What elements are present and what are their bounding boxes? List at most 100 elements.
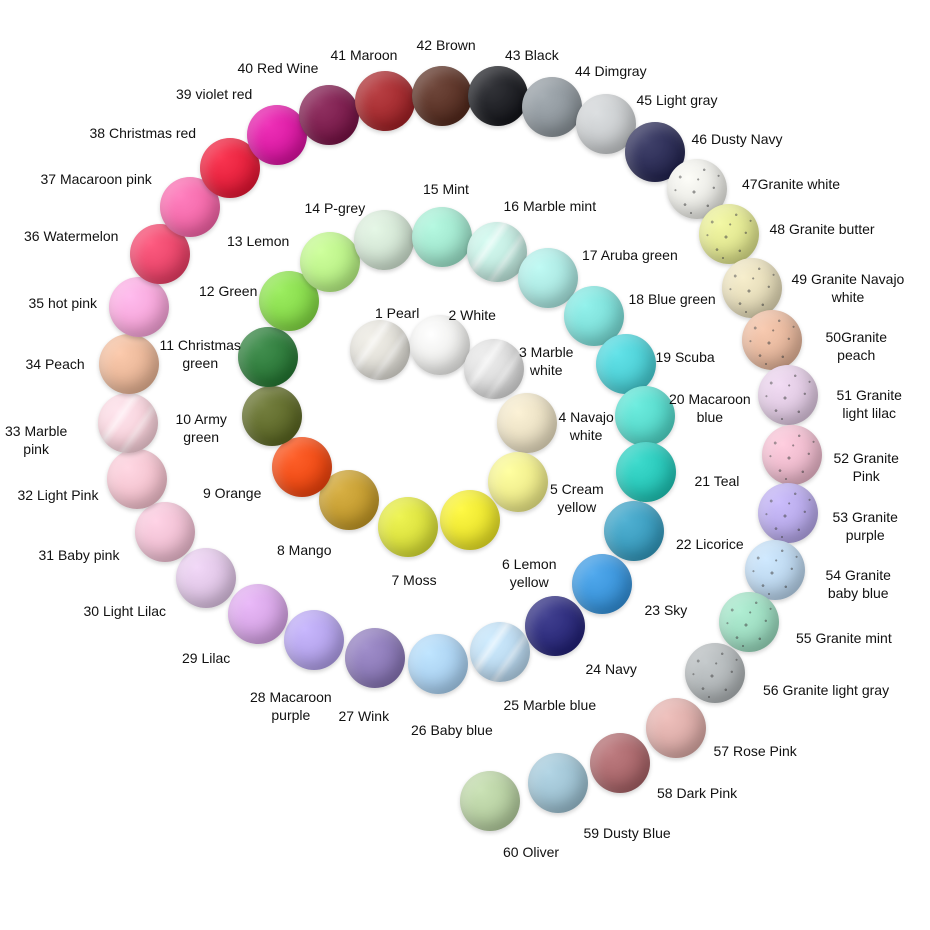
- bead-56: [685, 643, 745, 703]
- bead-57: [646, 698, 706, 758]
- bead-47: [667, 159, 727, 219]
- bead-label-9: 9 Orange: [203, 485, 262, 501]
- bead-label-41: 41 Maroon: [330, 47, 398, 63]
- bead-label-42: 42 Brown: [416, 37, 476, 53]
- bead-16: [467, 222, 527, 282]
- bead-label-60: 60 Oliver: [503, 844, 560, 860]
- bead-label-35: 35 hot pink: [28, 295, 98, 311]
- bead-55: [719, 592, 779, 652]
- bead-label-13: 13 Lemon: [227, 233, 290, 249]
- bead-label-36: 36 Watermelon: [24, 228, 119, 244]
- bead-label-32: 32 Light Pink: [17, 487, 99, 503]
- bead-24: [525, 596, 585, 656]
- bead-label-58: 58 Dark Pink: [657, 785, 738, 801]
- bead-label-23: 23 Sky: [644, 602, 688, 618]
- bead-label-44: 44 Dimgray: [575, 63, 647, 79]
- bead-label-12: 12 Green: [199, 283, 258, 299]
- bead-25: [470, 622, 530, 682]
- bead-13: [300, 232, 360, 292]
- bead-48: [699, 204, 759, 264]
- bead-52: [762, 425, 822, 485]
- bead-label-29: 29 Lilac: [182, 650, 231, 666]
- bead-label-48: 48 Granite butter: [769, 221, 875, 237]
- bead-label-24: 24 Navy: [585, 661, 637, 677]
- bead-label-26: 26 Baby blue: [411, 722, 493, 738]
- bead-label-38: 38 Christmas red: [89, 125, 197, 141]
- bead-54: [745, 540, 805, 600]
- bead-11: [238, 327, 298, 387]
- bead-7: [378, 497, 438, 557]
- bead-17: [518, 248, 578, 308]
- bead-label-34: 34 Peach: [25, 356, 85, 372]
- bead-label-19: 19 Scuba: [655, 349, 715, 365]
- bead-3: [464, 339, 524, 399]
- bead-41: [355, 71, 415, 131]
- bead-34: [99, 334, 159, 394]
- bead-2: [410, 315, 470, 375]
- bead-33: [98, 393, 158, 453]
- bead-42: [412, 66, 472, 126]
- bead-27: [345, 628, 405, 688]
- bead-label-27: 27 Wink: [338, 708, 390, 724]
- bead-4: [497, 393, 557, 453]
- bead-23: [572, 554, 632, 614]
- bead-28: [284, 610, 344, 670]
- bead-60: [460, 771, 520, 831]
- bead-29: [228, 584, 288, 644]
- bead-49: [722, 258, 782, 318]
- bead-14: [354, 210, 414, 270]
- bead-15: [412, 207, 472, 267]
- bead-label-25: 25 Marble blue: [503, 697, 597, 713]
- bead-43: [468, 66, 528, 126]
- bead-44: [522, 77, 582, 137]
- bead-label-18: 18 Blue green: [628, 291, 716, 307]
- bead-19: [596, 334, 656, 394]
- bead-label-31: 31 Baby pink: [38, 547, 120, 563]
- bead-32: [107, 449, 167, 509]
- bead-20: [615, 386, 675, 446]
- bead-35: [109, 277, 169, 337]
- bead-label-57: 57 Rose Pink: [713, 743, 797, 759]
- bead-30: [176, 548, 236, 608]
- bead-58: [590, 733, 650, 793]
- bead-label-8: 8 Mango: [277, 542, 332, 558]
- bead-1: [350, 320, 410, 380]
- bead-label-39: 39 violet red: [176, 86, 253, 102]
- bead-label-40: 40 Red Wine: [237, 60, 319, 76]
- bead-label-55: 55 Granite mint: [796, 630, 892, 646]
- bead-40: [299, 85, 359, 145]
- bead-21: [616, 442, 676, 502]
- bead-26: [408, 634, 468, 694]
- bead-59: [528, 753, 588, 813]
- bead-label-16: 16 Marble mint: [503, 198, 597, 214]
- bead-6: [440, 490, 500, 550]
- bead-5: [488, 452, 548, 512]
- bead-label-46: 46 Dusty Navy: [691, 131, 783, 147]
- bead-label-30: 30 Light Lilac: [83, 603, 167, 619]
- bead-label-14: 14 P-grey: [304, 200, 366, 216]
- bead-53: [758, 483, 818, 543]
- bead-label-22: 22 Licorice: [676, 536, 744, 552]
- bead-label-59: 59 Dusty Blue: [583, 825, 671, 841]
- bead-label-2: 2 White: [448, 307, 496, 323]
- bead-label-37: 37 Macaroon pink: [40, 171, 152, 187]
- bead-label-21: 21 Teal: [694, 473, 740, 489]
- bead-label-15: 15 Mint: [423, 181, 469, 197]
- bead-9: [272, 437, 332, 497]
- bead-label-7: 7 Moss: [391, 572, 437, 588]
- bead-10: [242, 386, 302, 446]
- bead-label-1: 1 Pearl: [375, 305, 420, 321]
